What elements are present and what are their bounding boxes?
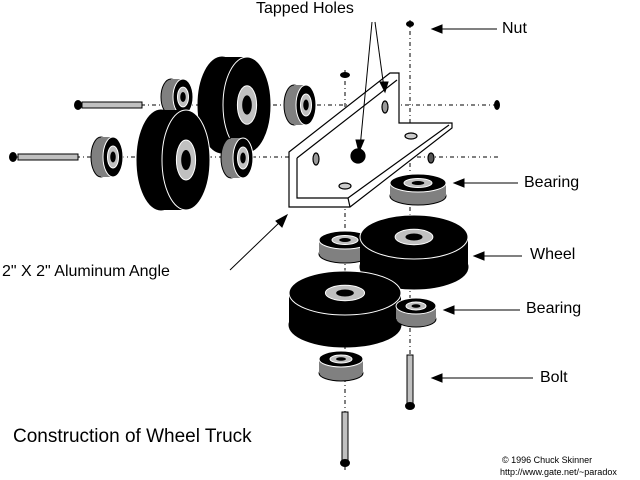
label-wheel: Wheel [530, 246, 576, 263]
bolt-bottom-left [340, 411, 350, 467]
bearing-left-right [220, 137, 254, 179]
arrows [229, 21, 533, 383]
wheel-left-upper [197, 56, 272, 154]
author-url: http://www.gate.net/~paradox [500, 467, 617, 477]
nut-icons [340, 21, 500, 110]
wheel-upper [359, 214, 469, 290]
copyright-text: © 1996 Chuck Skinner [502, 455, 593, 465]
bearing-mid-left [318, 230, 372, 264]
nut-icon [340, 72, 350, 78]
bearing-top [389, 173, 447, 206]
side-wheel-assembly [90, 56, 317, 211]
bolt-left-upper [74, 100, 143, 110]
bolt-bottom-right [405, 354, 415, 410]
wheel-left-lower [136, 109, 211, 211]
aluminum-angle [288, 72, 453, 208]
bearing-bottom-right [395, 297, 437, 328]
label-aluminum-angle: 2" X 2" Aluminum Angle [2, 263, 170, 280]
bearing-left-lower [90, 136, 124, 178]
bolt-left-lower [9, 152, 79, 162]
bearing-left-mid [283, 84, 317, 126]
tapped-hole-marker [350, 148, 366, 164]
nut-icon [494, 100, 500, 110]
bearing-bottom-left [318, 350, 364, 382]
label-tapped-holes: Tapped Holes [256, 0, 354, 17]
label-nut: Nut [502, 20, 527, 37]
diagram-title: Construction of Wheel Truck [13, 426, 252, 447]
wheel-lower [288, 270, 402, 348]
bearing-left-upper [160, 78, 194, 116]
label-bearing-bottom: Bearing [526, 300, 582, 317]
label-bolt: Bolt [540, 369, 568, 386]
label-bearing-top: Bearing [524, 174, 580, 191]
nut-icon [406, 21, 414, 27]
vertical-stack-assembly [288, 173, 469, 382]
